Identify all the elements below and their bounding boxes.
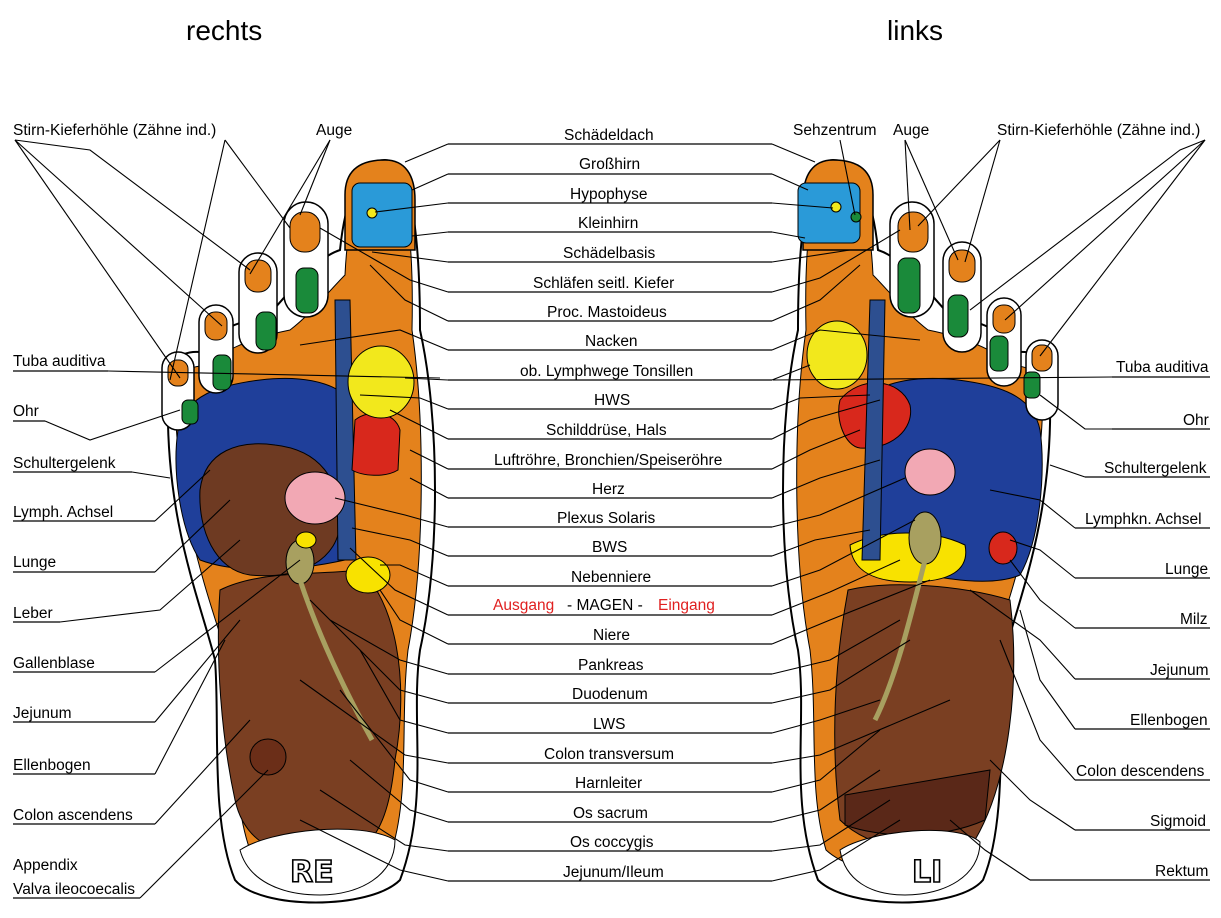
label-sehzentrum: Sehzentrum: [793, 122, 877, 139]
label-jejunum-ileum: Jejunum/Ileum: [563, 864, 664, 881]
right-foot-kidney-zone: [346, 557, 390, 593]
header-right-foot: rechts: [186, 15, 262, 46]
label-ellenbogen-left: Ellenbogen: [1130, 712, 1208, 729]
label-luftroehre: Luftröhre, Bronchien/Speiseröhre: [494, 452, 722, 469]
label-stirn-kieferhoehle-left: Stirn-Kieferhöhle (Zähne ind.): [997, 122, 1200, 139]
label-colon-descendens: Colon descendens: [1076, 763, 1205, 780]
label-stirn-kieferhoehle-right: Stirn-Kieferhöhle (Zähne ind.): [13, 122, 216, 139]
label-schilddruese-hals: Schilddrüse, Hals: [546, 422, 667, 439]
label-herz: Herz: [592, 481, 625, 498]
label-rektum: Rektum: [1155, 863, 1208, 880]
right-foot-tonsils-zone: [348, 346, 414, 418]
left-foot-plexus-zone: [905, 449, 955, 495]
label-nebenniere: Nebenniere: [571, 569, 651, 586]
left-foot-gall-zone: [909, 512, 941, 564]
label-lymphkn-achsel: Lymphkn. Achsel: [1085, 511, 1202, 528]
label-lymph-achsel-right: Lymph. Achsel: [13, 504, 113, 521]
sole-mark-right: RE: [290, 855, 334, 890]
label-schultergelenk-right: Schultergelenk: [13, 455, 116, 472]
label-ohr-right: Ohr: [13, 403, 39, 420]
label-harnleiter: Harnleiter: [575, 775, 642, 792]
right-foot-trachea-zone: [352, 413, 400, 475]
label-nacken: Nacken: [585, 333, 638, 350]
label-os-coccygis: Os coccygis: [570, 834, 654, 851]
label-hypophyse: Hypophyse: [570, 186, 648, 203]
label-jejunum-right: Jejunum: [13, 705, 72, 722]
left-foot-hypophysis-dot: [831, 202, 841, 212]
label-auge-left: Auge: [893, 122, 929, 139]
label-tuba-auditiva-right: Tuba auditiva: [13, 353, 106, 370]
label-grosshirn: Großhirn: [579, 156, 640, 173]
label-schaedelbasis: Schädelbasis: [563, 245, 655, 262]
label-colon-ascendens: Colon ascendens: [13, 807, 133, 824]
label-magen-ausgang: Ausgang: [493, 597, 554, 614]
label-schaedeldach: Schädeldach: [564, 127, 654, 144]
label-colon-transversum: Colon transversum: [544, 746, 674, 763]
right-foot-hypophysis-dot: [367, 208, 377, 218]
label-hws: HWS: [594, 392, 630, 409]
label-kleinhirn: Kleinhirn: [578, 215, 638, 232]
label-duodenum: Duodenum: [572, 686, 648, 703]
left-foot-visual-center-dot: [851, 212, 861, 222]
center-labels: Schädeldach Großhirn Hypophyse Kleinhirn…: [448, 127, 772, 881]
right-foot-adrenal-zone: [296, 532, 316, 548]
label-pankreas: Pankreas: [578, 657, 644, 674]
label-valva-ileocoecalis: Valva ileocoecalis: [13, 881, 135, 898]
label-appendix: Appendix: [13, 857, 78, 874]
label-lymphwege-tonsillen: ob. Lymphwege Tonsillen: [520, 363, 693, 380]
label-schultergelenk-left: Schultergelenk: [1104, 460, 1207, 477]
label-milz: Milz: [1180, 611, 1208, 628]
sole-mark-left: LI: [912, 855, 942, 890]
label-ellenbogen-right: Ellenbogen: [13, 757, 91, 774]
label-magen-eingang: Eingang: [658, 597, 715, 614]
label-ohr-left: Ohr: [1183, 412, 1209, 429]
label-tuba-auditiva-left: Tuba auditiva: [1116, 359, 1209, 376]
label-lunge-right: Lunge: [13, 554, 56, 571]
label-sigmoid: Sigmoid: [1150, 813, 1206, 830]
header-left-foot: links: [887, 15, 943, 46]
right-foot-appendix-zone: [250, 739, 286, 775]
label-plexus-solaris: Plexus Solaris: [557, 510, 655, 527]
label-gallenblase-right: Gallenblase: [13, 655, 95, 672]
label-schlaefen: Schläfen seitl. Kiefer: [533, 275, 674, 292]
label-niere: Niere: [593, 627, 630, 644]
label-lws: LWS: [593, 716, 625, 733]
label-magen: - MAGEN -: [567, 597, 643, 614]
right-foot-brain-zone: [352, 183, 412, 247]
label-bws: BWS: [592, 539, 627, 556]
label-proc-mastoideus: Proc. Mastoideus: [547, 304, 667, 321]
label-leber-right: Leber: [13, 605, 53, 622]
left-foot: LI: [783, 160, 1058, 903]
label-os-sacrum: Os sacrum: [573, 805, 648, 822]
label-jejunum-left: Jejunum: [1150, 662, 1209, 679]
left-foot-spleen-zone: [989, 532, 1017, 564]
label-lunge-left: Lunge: [1165, 561, 1208, 578]
label-auge-right: Auge: [316, 122, 352, 139]
